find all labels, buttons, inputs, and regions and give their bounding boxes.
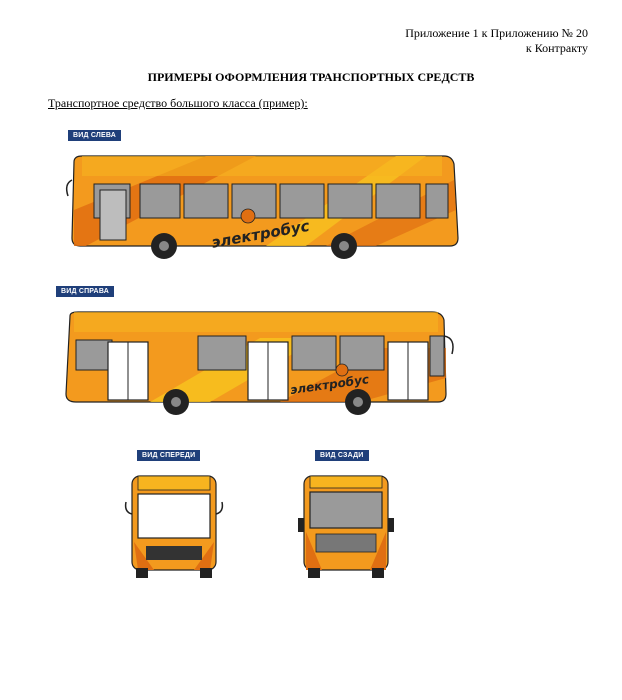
view-left-label: ВИД СЛЕВА bbox=[68, 130, 122, 141]
bus-front-view bbox=[124, 475, 224, 578]
bus-right-view: электробус bbox=[65, 311, 454, 415]
bus-rear-view bbox=[298, 475, 394, 578]
bus-left-view: электробус bbox=[65, 155, 459, 259]
view-rear-label: ВИД СЗАДИ bbox=[315, 450, 369, 461]
view-front-label: ВИД СПЕРЕДИ bbox=[137, 450, 201, 461]
appendix-header: Приложение 1 к Приложению № 20 к Контрак… bbox=[405, 26, 588, 56]
section-subtitle: Транспортное средство большого класса (п… bbox=[48, 96, 308, 110]
appendix-line-2: к Контракту bbox=[525, 41, 588, 55]
appendix-line-1: Приложение 1 к Приложению № 20 bbox=[405, 26, 588, 40]
view-right-label: ВИД СПРАВА bbox=[56, 286, 114, 297]
document-title: ПРИМЕРЫ ОФОРМЛЕНИЯ ТРАНСПОРТНЫХ СРЕДСТВ bbox=[147, 70, 475, 84]
